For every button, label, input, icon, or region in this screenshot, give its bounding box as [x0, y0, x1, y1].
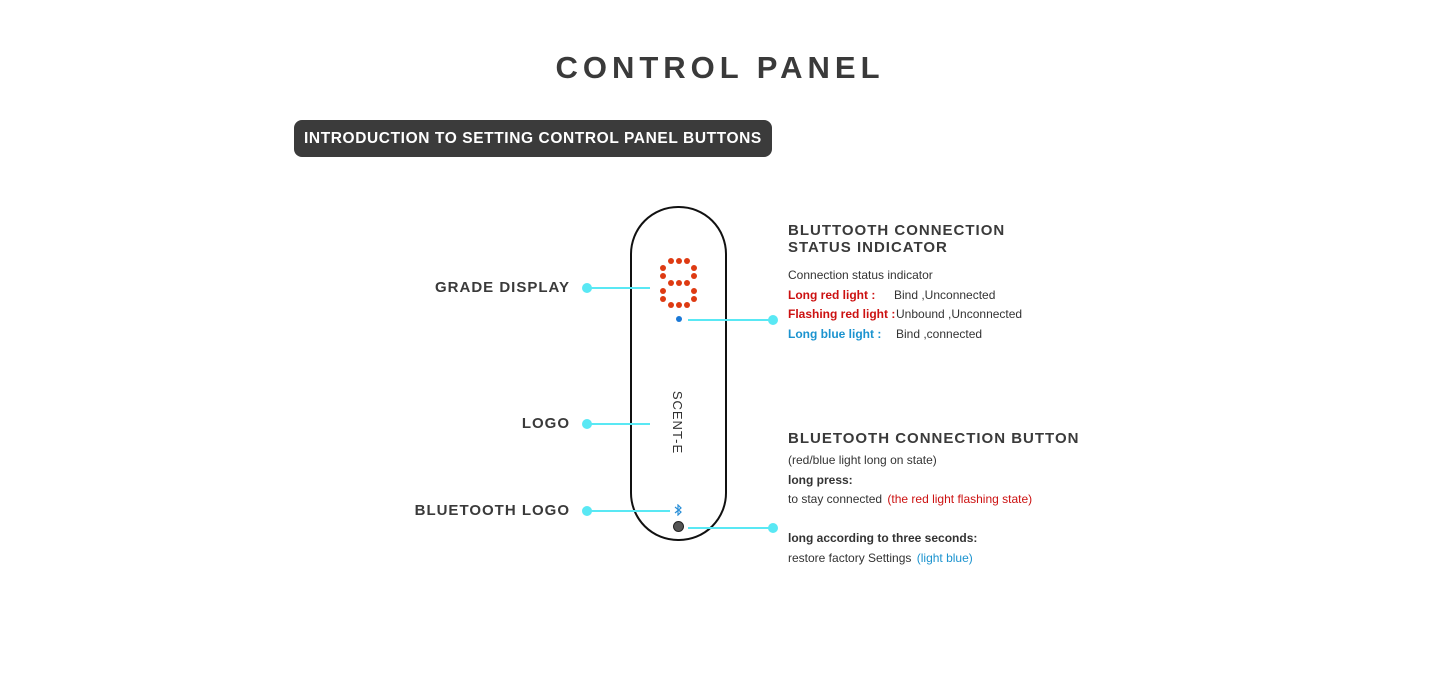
- three-sec-line: restore factory Settings (light blue): [788, 549, 1079, 569]
- leader-line: [586, 287, 650, 289]
- callout-grade-display: GRADE DISPLAY: [435, 279, 570, 296]
- status-indicator-led: [676, 316, 682, 322]
- status-row-value: Unbound ,Unconnected: [896, 307, 1023, 321]
- button-note: (red/blue light long on state): [788, 453, 937, 467]
- bluetooth-connection-button[interactable]: [673, 521, 684, 532]
- segment-dot: [668, 258, 674, 264]
- status-row-label: Long blue light :: [788, 326, 882, 341]
- leader-dot: [768, 315, 778, 325]
- segment-dot: [668, 280, 674, 286]
- status-indicator-info: BLUTTOOTH CONNECTION STATUS INDICATOR Co…: [788, 222, 1022, 344]
- status-row-label: Flashing red light :: [788, 307, 896, 321]
- control-panel-device: [630, 206, 727, 541]
- leader-line: [688, 319, 774, 321]
- status-subtitle: Connection status indicator: [788, 268, 933, 282]
- long-press-label: long press:: [788, 472, 853, 487]
- segment-dot: [660, 265, 666, 271]
- segment-dot: [684, 302, 690, 308]
- segment-dot: [691, 296, 697, 302]
- segment-dot: [684, 280, 690, 286]
- status-row-label: Long red light :: [788, 287, 876, 302]
- brand-logo: SCENT-E: [670, 390, 686, 455]
- leader-line: [586, 510, 670, 512]
- long-press-state: (the red light flashing state): [887, 492, 1033, 506]
- segment-dot: [676, 302, 682, 308]
- segment-dot: [691, 288, 697, 294]
- segment-dot: [668, 302, 674, 308]
- callout-logo: LOGO: [521, 415, 570, 432]
- status-row: Long blue light : Bind ,connected: [788, 325, 1022, 345]
- status-heading-line1: BLUTTOOTH CONNECTION: [788, 222, 1006, 239]
- leader-dot: [768, 523, 778, 533]
- segment-dot: [684, 258, 690, 264]
- connection-button-info: BLUETOOTH CONNECTION BUTTON (red/blue li…: [788, 430, 1079, 568]
- three-sec-text: restore factory Settings: [788, 550, 912, 565]
- callout-bluetooth-logo: BLUETOOTH LOGO: [414, 502, 570, 519]
- long-press-line: to stay connected (the red light flashin…: [788, 490, 1079, 510]
- three-sec-label: long according to three seconds:: [788, 531, 978, 545]
- button-heading: BLUETOOTH CONNECTION BUTTON: [788, 430, 1080, 447]
- segment-dot: [676, 258, 682, 264]
- leader-line: [586, 423, 650, 425]
- bluetooth-icon: [674, 503, 682, 519]
- status-row: Long red light : Bind ,Unconnected: [788, 286, 1022, 306]
- bluetooth-glyph: [674, 503, 682, 517]
- status-row: Flashing red light :Unbound ,Unconnected: [788, 305, 1022, 325]
- status-heading-line2: STATUS INDICATOR: [788, 239, 948, 256]
- status-row-value: Bind ,connected: [896, 326, 983, 341]
- status-row-value: Bind ,Unconnected: [894, 287, 996, 302]
- section-badge: INTRODUCTION TO SETTING CONTROL PANEL BU…: [294, 120, 772, 157]
- long-press-text: to stay connected: [788, 492, 883, 506]
- three-sec-state: (light blue): [916, 550, 973, 565]
- leader-line: [688, 527, 774, 529]
- segment-dot: [691, 273, 697, 279]
- segment-dot: [676, 280, 682, 286]
- page-title: CONTROL PANEL: [555, 50, 885, 85]
- segment-dot: [660, 296, 666, 302]
- segment-dot: [691, 265, 697, 271]
- segment-dot: [660, 288, 666, 294]
- segment-dot: [660, 273, 666, 279]
